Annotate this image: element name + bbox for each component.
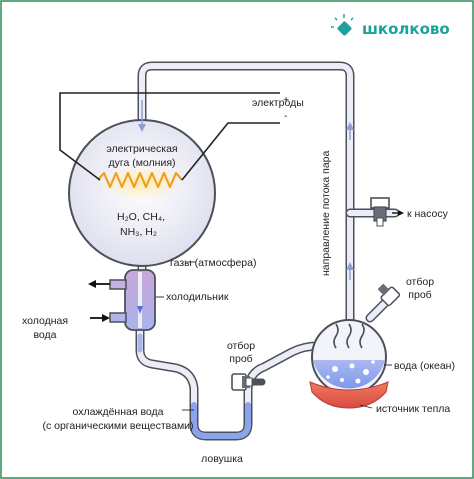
- label-formula-line1: H₂O, CH₄,: [117, 211, 165, 223]
- label-condenser: холодильник: [166, 291, 229, 303]
- label-sample-right-line1: отбор: [406, 276, 434, 288]
- condenser: [109, 269, 156, 331]
- label-formula-line2: NH₃, H₂: [120, 226, 157, 238]
- label-sample-left-line1: отбор: [227, 340, 255, 352]
- label-electrodes: электроды: [252, 97, 304, 109]
- steam-arrows: [346, 122, 354, 280]
- label-to-pump: к насосу: [407, 208, 449, 220]
- atmosphere-flask: [68, 119, 216, 267]
- glass-tubing: [135, 61, 400, 441]
- label-sample-left-line2: проб: [229, 353, 252, 365]
- to-pump-arrow: [392, 210, 404, 216]
- stopcock-pump: [370, 197, 390, 227]
- label-cooled-water-line2: (с органическими веществами): [42, 420, 193, 432]
- label-water-ocean: вода (океан): [394, 360, 455, 372]
- label-cold-water-line1: холодная: [22, 315, 68, 327]
- label-minus: -: [284, 110, 288, 122]
- ocean-flask: [311, 295, 393, 395]
- label-heat-source: источник тепла: [376, 403, 450, 415]
- stopcock-right: [377, 283, 401, 307]
- logo-icon: [331, 14, 354, 36]
- label-trap: ловушка: [201, 453, 243, 465]
- electric-arc: [97, 171, 183, 189]
- label-cold-water-line2: вода: [33, 329, 56, 341]
- electrode-wires: [59, 92, 280, 181]
- label-arc-line1: электрическая: [106, 143, 177, 155]
- logo-text: школково: [362, 20, 450, 38]
- label-steam-direction: направление потока пара: [320, 151, 332, 276]
- heat-source: [309, 381, 389, 409]
- logo: школково: [331, 14, 450, 38]
- label-gases: газы (атмосфера): [170, 257, 256, 269]
- water-out-arrow: [88, 280, 110, 288]
- label-sample-right-line2: проб: [408, 289, 431, 301]
- stopcock-left: [231, 373, 253, 391]
- flow-arrow-down-neck: [138, 100, 146, 132]
- label-plus: +: [283, 94, 289, 106]
- label-cooled-water-line1: охлаждённая вода: [72, 406, 163, 418]
- leader-lines: [156, 261, 392, 411]
- water-in-arrow: [90, 314, 110, 322]
- label-arc-line2: дуга (молния): [108, 157, 175, 169]
